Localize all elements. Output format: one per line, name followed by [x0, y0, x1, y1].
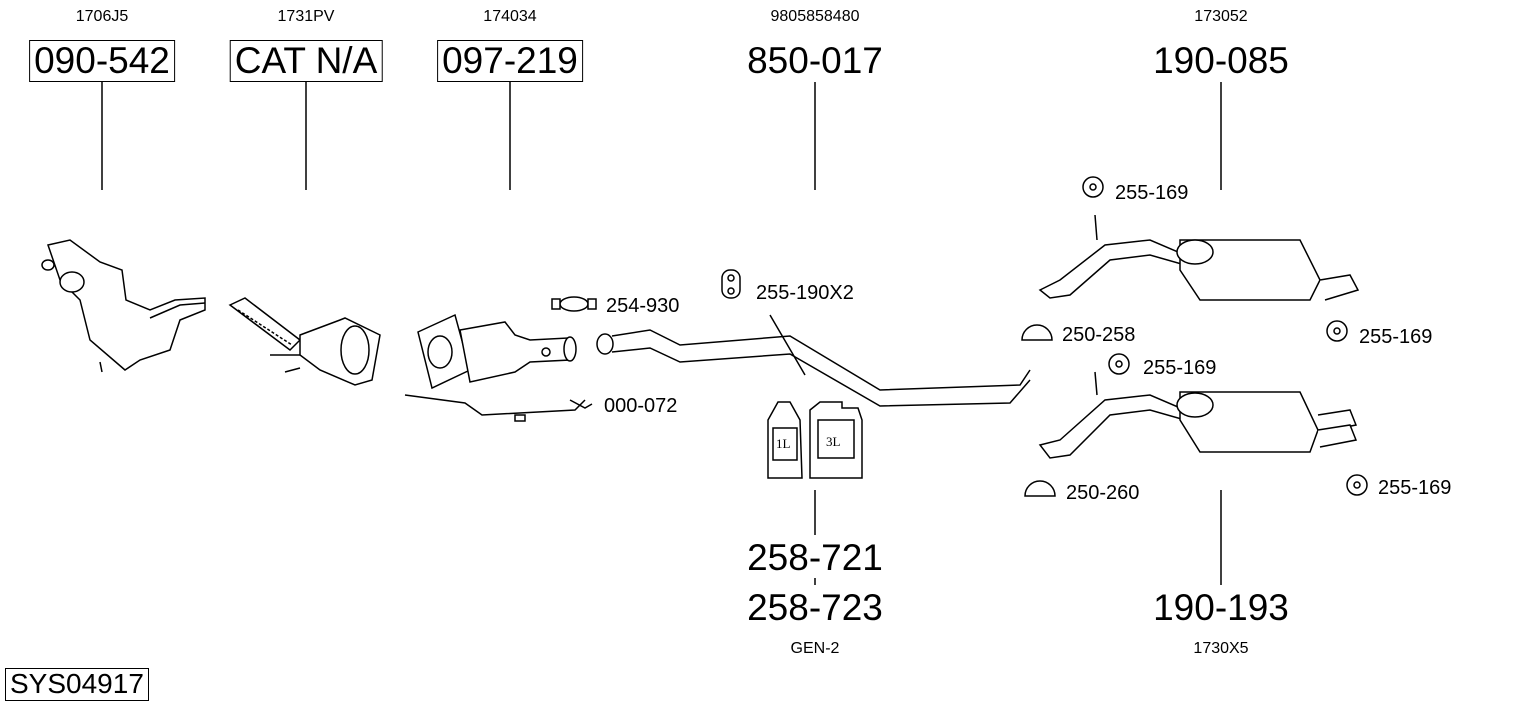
- accessory-label[interactable]: 255-169: [1143, 357, 1217, 379]
- rear-silencer-lower-drawing: [1038, 371, 1358, 459]
- part-number[interactable]: CAT N/A: [229, 40, 383, 82]
- part-number[interactable]: 258-723: [747, 587, 883, 628]
- ref-code: 1730X5: [1193, 640, 1249, 657]
- sensor-000-072-icon: [569, 399, 593, 409]
- part-number[interactable]: 258-721: [747, 537, 883, 578]
- manifold-catalyst-drawing: [41, 239, 206, 373]
- ref-code: 173052: [1194, 8, 1248, 25]
- accessory-label[interactable]: 255-169: [1359, 326, 1433, 348]
- ref-code: 174034: [483, 8, 537, 25]
- svg-text:1L: 1L: [776, 436, 791, 451]
- part-number[interactable]: 090-542: [29, 40, 175, 82]
- catalyst-flex-drawing: [228, 297, 381, 386]
- ref-code: 1706J5: [75, 8, 129, 25]
- clamp-254-930-icon: [551, 296, 597, 312]
- hanger-rubber-icons: [1082, 176, 1368, 496]
- part-number[interactable]: 850-017: [747, 40, 883, 81]
- part-number[interactable]: 190-085: [1153, 40, 1289, 81]
- hanger-255-190-icon: [721, 269, 741, 299]
- ref-code: 9805858480: [770, 8, 860, 25]
- fluid-containers-drawing: 1L 3L: [767, 401, 863, 479]
- accessory-label[interactable]: 255-169: [1378, 477, 1452, 499]
- accessory-label[interactable]: 250-258: [1062, 324, 1136, 346]
- system-id: SYS04917: [5, 668, 149, 701]
- leader-lines: [101, 82, 1222, 585]
- svg-text:3L: 3L: [826, 434, 841, 449]
- accessory-label[interactable]: 255-190X2: [756, 282, 854, 304]
- u-clamp-icons: [1021, 324, 1056, 497]
- part-number[interactable]: 097-219: [437, 40, 583, 82]
- middle-pipe-drawing: [596, 314, 1031, 407]
- accessory-label[interactable]: 255-169: [1115, 182, 1189, 204]
- particulate-filter-drawing: [404, 313, 586, 422]
- accessory-label[interactable]: 250-260: [1066, 482, 1140, 504]
- ref-code: GEN-2: [790, 640, 840, 657]
- accessory-label[interactable]: 254-930: [606, 295, 680, 317]
- accessory-label[interactable]: 000-072: [604, 395, 678, 417]
- part-number[interactable]: 190-193: [1153, 587, 1289, 628]
- ref-code: 1731PV: [277, 8, 335, 25]
- rear-silencer-upper-drawing: [1038, 214, 1360, 301]
